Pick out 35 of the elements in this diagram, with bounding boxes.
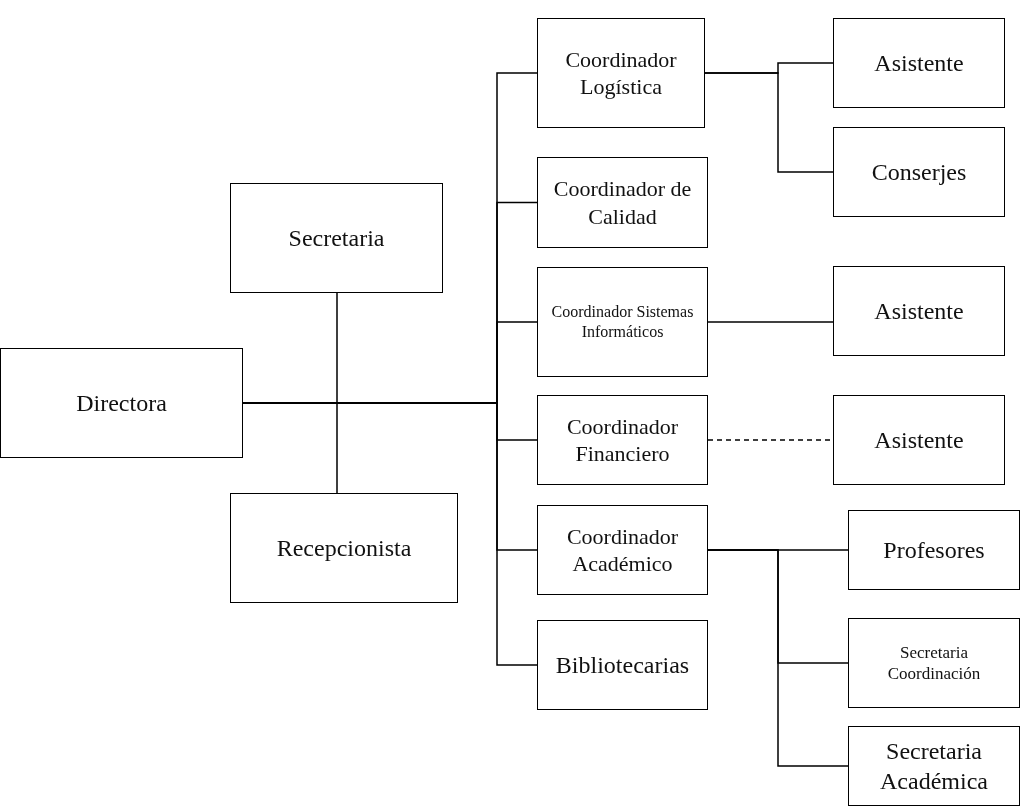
org-box [848,618,1020,708]
role-label: Asistente [874,49,964,78]
connector-line [704,72,834,173]
role-label: Coordinador Logística [564,45,678,101]
org-box [537,505,708,595]
role-label: Coordinador de Calidad [552,175,693,230]
role-label: Asistente [874,297,964,326]
org-box [848,726,1020,806]
role-label: Coordinador Sistemas Informáticos [550,302,695,342]
role-label: Secretaria Académica [879,737,989,796]
org-box [537,620,708,710]
role-label: Secretaria [288,224,385,253]
org-box [537,267,708,377]
org-box [537,157,708,248]
role-label: Recepcionista [276,534,412,563]
org-box [537,395,708,485]
org-box [230,183,443,293]
connector-line [707,321,834,323]
org-box [537,18,705,128]
org-box [833,395,1005,485]
role-label: Coordinador Académico [565,522,680,578]
role-label: Bibliotecarias [555,651,690,680]
role-label: Coordinador Financiero [565,412,680,468]
role-label: Profesores [883,536,985,565]
role-label: Asistente [874,426,964,455]
org-box [848,510,1020,590]
org-box [833,127,1005,217]
role-label: Conserjes [871,158,967,187]
org-box [0,348,243,458]
org-box [833,266,1005,356]
org-box [230,493,458,603]
role-label: Directora [76,389,167,418]
role-label: Secretaria Coordinación [886,641,982,685]
connector-line [707,549,849,767]
org-box [833,18,1005,108]
